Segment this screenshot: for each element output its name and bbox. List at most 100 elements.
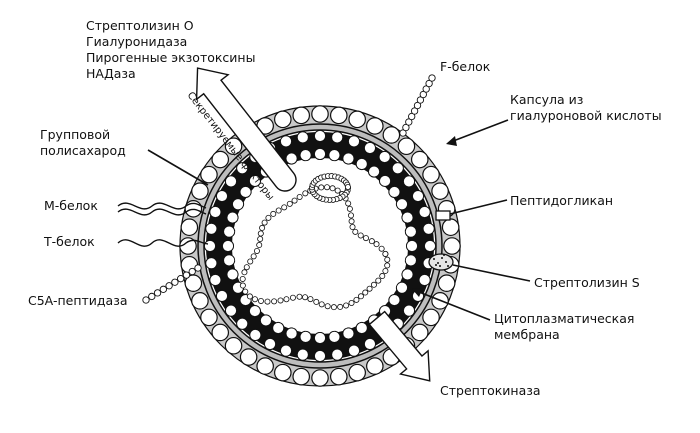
capsule-bead xyxy=(441,218,460,237)
capsule-bead xyxy=(329,367,348,386)
lipid-head-outer xyxy=(418,205,431,219)
capsule-bead xyxy=(422,165,440,184)
streptolysin-s-blob xyxy=(428,253,454,271)
lipid-head-inner xyxy=(313,147,327,161)
dna-bead xyxy=(271,298,278,305)
lipid-head-inner xyxy=(328,330,341,343)
capsule-bead xyxy=(256,357,274,375)
capsule-bead xyxy=(292,367,311,386)
lipid-head-outer xyxy=(224,304,238,317)
dna-bead xyxy=(259,224,266,231)
dna-bead xyxy=(307,296,314,303)
lipid-head-outer xyxy=(363,141,377,155)
f-protein-bead xyxy=(425,79,433,88)
dna-strand xyxy=(239,173,391,311)
lipid-head-inner xyxy=(313,331,327,345)
lipid-head-outer xyxy=(391,162,404,175)
blob-dot xyxy=(435,264,437,266)
capsule-bead xyxy=(437,274,456,292)
lipid-head-inner xyxy=(223,225,236,238)
dna-bead xyxy=(357,293,364,300)
lipid-head-outer xyxy=(236,317,249,330)
f-protein-bead xyxy=(405,118,413,126)
capsule-bead xyxy=(366,117,384,135)
lipid-head-inner xyxy=(239,185,252,199)
dna-bead xyxy=(247,258,254,265)
f-protein-bead xyxy=(413,101,422,110)
dna-bead xyxy=(264,298,271,305)
lipid-head-inner xyxy=(395,281,409,294)
c5a-peptidase-bead xyxy=(182,271,191,279)
dna-bead xyxy=(302,294,309,301)
dna-bead xyxy=(253,247,260,254)
lipid-head-inner xyxy=(328,149,341,162)
c5a-peptidase-bead xyxy=(171,278,179,286)
dna-bead xyxy=(281,204,288,211)
lipid-head-outer xyxy=(215,189,229,203)
lipid-head-outer xyxy=(347,344,361,357)
c5a-peptidase-chain xyxy=(142,264,202,304)
dna-bead xyxy=(368,238,375,245)
lipid-head-outer xyxy=(402,175,416,188)
streptokinase-label: Стрептокиназа xyxy=(440,383,541,398)
cytoplasm xyxy=(234,160,406,332)
c5a-peptidase-label: C5A-пептидаза xyxy=(28,293,128,308)
lipid-head-outer xyxy=(331,131,344,144)
f-protein-bead xyxy=(410,107,419,115)
capsule-bead xyxy=(191,292,209,310)
capsule-bead xyxy=(191,182,209,200)
dna-bead xyxy=(286,200,293,207)
lipid-head-inner xyxy=(342,152,355,165)
c5a-peptidase-bead xyxy=(194,264,202,272)
m-protein-strand xyxy=(117,202,207,210)
lipid-head-outer xyxy=(205,222,218,235)
lipid-head-outer xyxy=(249,328,262,342)
dna-bead xyxy=(241,269,248,276)
capsule-bead xyxy=(348,363,366,382)
peptidoglycan-marker xyxy=(435,210,451,221)
lipid-head-inner xyxy=(404,225,417,238)
c5a-peptidase-bead xyxy=(153,289,162,297)
lipid-head-inner xyxy=(401,268,414,281)
capsule-bead xyxy=(311,369,329,387)
streptolysin-s-label: Стрептолизин S xyxy=(534,275,640,290)
blob-dot xyxy=(443,254,445,256)
leader-streptolysin-s xyxy=(452,264,531,282)
capsule-bead xyxy=(211,150,230,169)
lipid-head-inner xyxy=(367,165,381,178)
toxins-line-4: НАДаза xyxy=(86,66,136,81)
dna-bead xyxy=(362,289,369,296)
dna-bead xyxy=(302,190,309,197)
dna-bead xyxy=(257,297,264,304)
dna-bead xyxy=(344,184,351,191)
dna-bead xyxy=(373,241,380,248)
dna-bead xyxy=(382,267,389,274)
dna-bead xyxy=(256,242,263,249)
f-protein-bead xyxy=(408,112,416,121)
t-protein-strand xyxy=(117,239,209,247)
lipid-head-inner xyxy=(342,327,355,340)
f-protein-bead xyxy=(428,74,436,82)
lipid-head-inner xyxy=(299,149,312,162)
toxins-line-2: Гиалуронидаза xyxy=(86,34,187,49)
lipid-head-outer xyxy=(402,304,416,317)
lipid-head-inner xyxy=(388,185,401,199)
dna-bead xyxy=(283,296,290,303)
c5a-peptidase-bead xyxy=(177,275,185,283)
dna-bead xyxy=(352,228,359,235)
leader-cytoplasmic-membrane xyxy=(413,289,491,321)
lipid-head-outer xyxy=(422,222,435,235)
dna-bead xyxy=(384,262,391,269)
c5a-peptidase-bead xyxy=(142,296,150,304)
blob-dot xyxy=(437,262,439,264)
lipid-head-inner xyxy=(404,254,417,267)
dna-bead xyxy=(296,293,303,300)
capsule-bead xyxy=(443,237,461,255)
lipid-head-outer xyxy=(331,348,344,361)
membrane-band xyxy=(206,132,434,360)
lipid-head-inner xyxy=(248,304,262,318)
peptidoglycan-label: Пептидогликан xyxy=(510,193,613,208)
capsule-bead xyxy=(224,336,243,355)
lipid-head-outer xyxy=(418,273,431,287)
